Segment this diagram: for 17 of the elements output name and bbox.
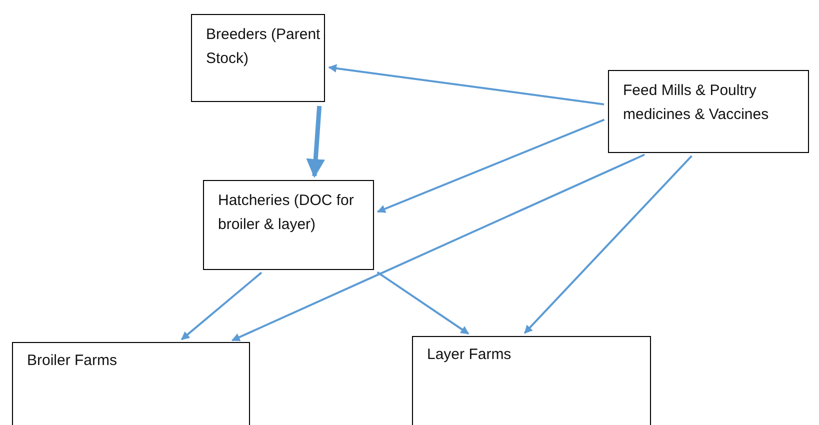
process-box	[191, 14, 325, 102]
process-box	[608, 70, 809, 153]
arrow	[376, 118, 605, 213]
arrow	[231, 154, 645, 342]
arrow	[524, 155, 692, 334]
arrow	[328, 64, 604, 106]
process-box	[412, 336, 651, 425]
process-box	[12, 342, 250, 425]
box-label: Breeders (Parent Stock)	[206, 25, 322, 69]
box-label: Layer Farms	[427, 345, 512, 365]
box-label: Hatcheries (DOC for broiler & layer)	[218, 191, 355, 235]
box-label: Broiler Farms	[27, 351, 118, 371]
process-box	[203, 180, 374, 270]
arrow	[181, 272, 262, 340]
arrow	[306, 106, 326, 178]
arrow	[376, 271, 470, 335]
box-label: Feed Mills & Poultry medicines & Vaccines	[623, 81, 770, 125]
